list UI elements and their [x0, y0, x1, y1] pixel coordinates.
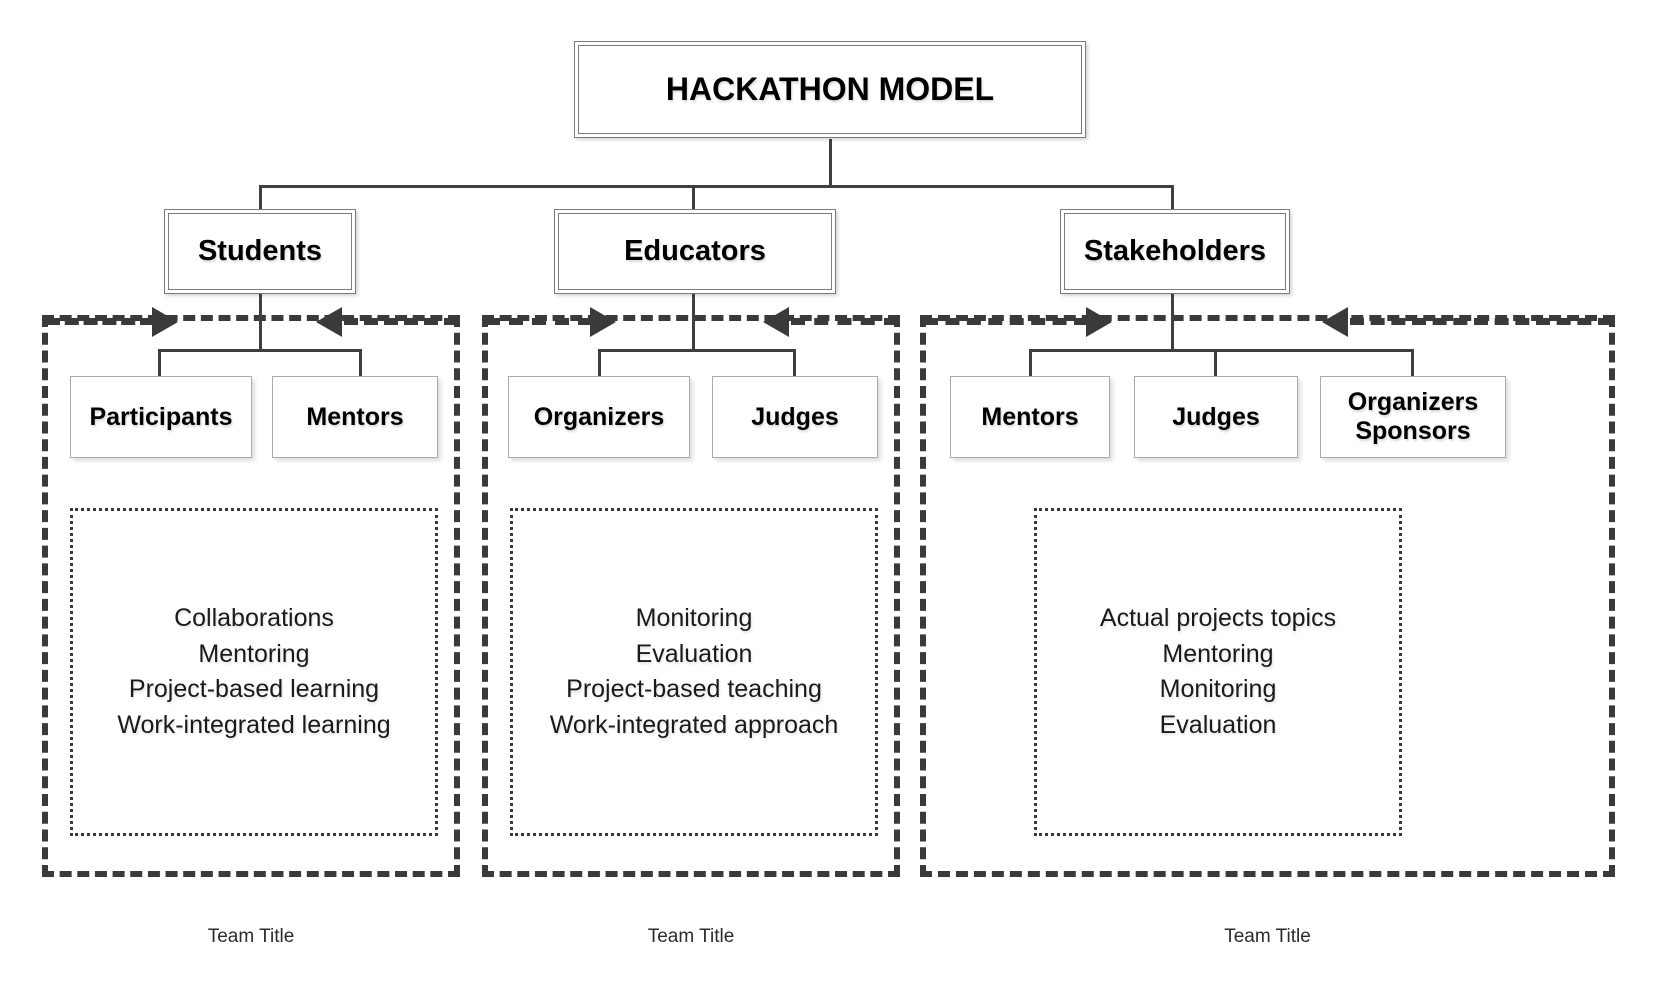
role-label-stakeholders-mentors: Mentors [981, 402, 1079, 431]
arrow-head-stakeholders-right [1322, 307, 1348, 337]
activity-item: Project-based learning [128, 675, 380, 703]
connector-educators-child-2 [793, 349, 796, 377]
role-label-educators-judges: Judges [751, 402, 839, 431]
connector-educators-child-1 [598, 349, 601, 377]
connector-educators-trunk [692, 294, 695, 350]
connector-drop-students [259, 185, 262, 209]
activity-item: Collaborations [174, 604, 334, 632]
activity-item: Monitoring [635, 604, 753, 632]
branch-label-stakeholders: Stakeholders [1083, 235, 1267, 268]
connector-stakeholders-child-2 [1214, 349, 1217, 377]
arrow-line-educators-left [486, 318, 592, 325]
activity-item: Evaluation [1159, 710, 1277, 739]
group-box-stakeholders [920, 315, 1615, 877]
connector-stakeholders-bus [1029, 349, 1413, 352]
activity-item: Work-integrated approach [549, 710, 839, 739]
role-box-participants: Participants [70, 376, 252, 458]
arrow-head-stakeholders-left [1086, 307, 1112, 337]
connector-students-trunk [259, 294, 262, 350]
arrow-head-students-right [316, 307, 342, 337]
connector-stakeholders-child-3 [1411, 349, 1414, 377]
activity-item: Monitoring [1159, 675, 1277, 703]
team-title-stakeholders: Team Title [1224, 926, 1311, 947]
role-label-students-mentors: Mentors [306, 402, 404, 431]
activity-item: Work-integrated learning [117, 710, 391, 739]
page-title: HACKATHON MODEL [665, 70, 995, 107]
role-label-participants: Participants [89, 402, 233, 431]
branch-label-students: Students [197, 235, 323, 268]
group-box-students [42, 315, 460, 877]
activities-box-stakeholders: Actual projects topics Mentoring Monitor… [1034, 508, 1402, 836]
branch-box-students: Students [164, 209, 356, 294]
team-title-students: Team Title [207, 926, 295, 947]
connector-title-trunk [829, 139, 832, 186]
role-box-stakeholders-mentors: Mentors [950, 376, 1110, 458]
activity-item: Actual projects topics [1099, 604, 1337, 632]
role-label-stakeholders-judges: Judges [1172, 402, 1260, 431]
connector-drop-educators [692, 185, 695, 209]
arrow-line-stakeholders-left [924, 318, 1088, 325]
activities-box-students: Collaborations Mentoring Project-based l… [70, 508, 438, 836]
connector-stakeholders-child-1 [1029, 349, 1032, 377]
activity-item: Evaluation [635, 639, 753, 668]
arrow-line-students-right [344, 318, 458, 325]
arrow-line-educators-right [791, 318, 898, 325]
role-box-educators-judges: Judges [712, 376, 878, 458]
branch-label-educators: Educators [624, 235, 766, 268]
connector-educators-bus [598, 349, 796, 352]
activities-list-students: Collaborations Mentoring Project-based l… [117, 601, 390, 743]
connector-students-child-2 [359, 349, 362, 377]
arrow-line-stakeholders-right [1350, 318, 1612, 325]
role-box-stakeholders-judges: Judges [1134, 376, 1298, 458]
role-box-organizers-sponsors: Organizers Sponsors [1320, 376, 1506, 458]
connector-stakeholders-trunk [1171, 294, 1174, 350]
branch-box-educators: Educators [554, 209, 836, 294]
connector-students-bus [158, 349, 362, 352]
arrow-head-students-left [152, 307, 178, 337]
role-label-organizers: Organizers [533, 402, 665, 431]
team-title-educators: Team Title [647, 926, 735, 947]
arrow-line-students-left [46, 318, 154, 325]
activities-list-stakeholders: Actual projects topics Mentoring Monitor… [1100, 601, 1336, 743]
arrow-head-educators-left [590, 307, 616, 337]
branch-box-stakeholders: Stakeholders [1060, 209, 1290, 294]
role-box-organizers: Organizers [508, 376, 690, 458]
connector-drop-stakeholders [1171, 185, 1174, 209]
connector-students-child-1 [158, 349, 161, 377]
title-box: HACKATHON MODEL [574, 41, 1086, 138]
group-box-educators [482, 315, 900, 877]
arrow-head-educators-right [763, 307, 789, 337]
activities-box-educators: Monitoring Evaluation Project-based teac… [510, 508, 878, 836]
activity-item: Mentoring [198, 639, 310, 668]
role-label-organizers-sponsors: Organizers Sponsors [1347, 388, 1479, 445]
activity-item: Project-based teaching [566, 675, 822, 703]
activity-item: Mentoring [1162, 639, 1274, 668]
role-box-students-mentors: Mentors [272, 376, 438, 458]
connector-top-bus [259, 185, 1173, 188]
activities-list-educators: Monitoring Evaluation Project-based teac… [550, 601, 839, 743]
